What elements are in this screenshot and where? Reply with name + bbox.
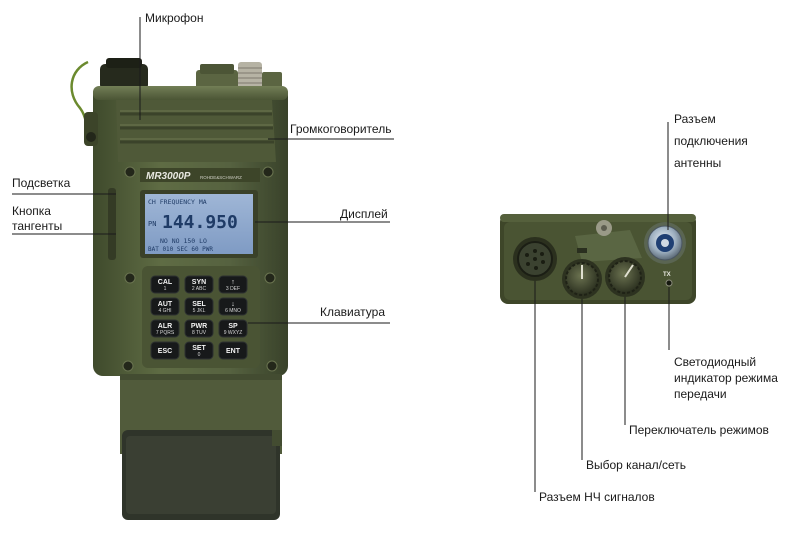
keypad-key-cap[interactable] <box>184 297 214 316</box>
tx-led: TX <box>663 272 673 287</box>
keypad-key-label: ↓ <box>231 301 235 308</box>
keypad-key-label: SP <box>228 323 238 330</box>
keypad-key-sublabel: 8 TUV <box>192 330 207 336</box>
keypad-key[interactable]: ESC <box>150 341 180 360</box>
callout-backlight: Подсветка <box>12 176 71 190</box>
antenna-connector <box>644 222 686 264</box>
lcd-line-4: BAT 010 SEC 60 PWR <box>148 246 213 253</box>
screws <box>122 166 278 372</box>
lcd-display: CH FREQUENCY MA PN 144.950 NO NO 150 LO … <box>140 190 258 258</box>
model-plate: MR3000P ROHDE&SCHWARZ <box>140 168 260 182</box>
keypad-key[interactable]: ↑3 DEF <box>218 275 248 294</box>
callout-ptt-button: Кнопка тангенты <box>12 204 63 233</box>
callout-display: Дисплей <box>340 207 388 221</box>
audio-connector <box>513 237 557 281</box>
callout-channel-selector: Выбор канал/сеть <box>586 458 687 472</box>
keypad-key-label: ↑ <box>231 279 235 286</box>
callout-speaker: Громкоговоритель <box>290 122 392 136</box>
keypad-key[interactable]: ENT <box>218 341 248 360</box>
keypad-key-cap[interactable] <box>218 275 248 294</box>
model-label: MR3000P <box>146 171 191 182</box>
keypad-key-label: ESC <box>158 348 172 355</box>
keypad-key-sublabel: 9 WXYZ <box>224 330 243 336</box>
keypad-key-cap[interactable] <box>218 319 248 338</box>
keypad-key-label: SEL <box>192 301 206 308</box>
keypad-key-cap[interactable] <box>150 341 180 360</box>
keypad-key-cap[interactable] <box>218 297 248 316</box>
lcd-line-3: NO NO 150 LO <box>160 237 207 245</box>
keypad-key-label: ENT <box>226 348 241 355</box>
keypad-key-sublabel: 7 PQRS <box>156 330 175 336</box>
keypad-key-cap[interactable] <box>184 275 214 294</box>
callout-antenna-connector: Разъем подключения антенны <box>674 112 748 170</box>
channel-selector-knob <box>562 259 602 299</box>
callout-keyboard: Клавиатура <box>320 305 385 319</box>
keypad-key-sublabel: 5 JKL <box>193 308 206 314</box>
keypad-key-label: SYN <box>192 279 206 286</box>
keypad-key-label: ALR <box>158 323 172 330</box>
keypad-key-label: CAL <box>158 279 173 286</box>
brand-label: ROHDE&SCHWARZ <box>200 175 242 180</box>
keypad-key[interactable]: ↓6 MNO <box>218 297 248 316</box>
keypad-key-sublabel: 2 ABC <box>192 286 207 292</box>
lcd-line-1: CH FREQUENCY MA <box>148 198 207 206</box>
keypad-key-cap[interactable] <box>184 341 214 360</box>
callout-lines <box>12 17 670 492</box>
speaker-grille <box>116 100 276 162</box>
keypad-key-cap[interactable] <box>150 275 180 294</box>
keypad-key-label: PWR <box>191 323 207 330</box>
callout-audio-connector: Разъем НЧ сигналов <box>539 490 655 504</box>
mode-switch-knob <box>605 257 645 297</box>
keypad-key-label: SET <box>192 345 206 352</box>
keypad-key-sublabel: 0 <box>198 352 201 358</box>
keypad-key-sublabel: 4 GHI <box>158 308 171 314</box>
callout-tx-led: Светодиодный индикатор режима передачи <box>674 355 778 401</box>
callout-microphone: Микрофон <box>145 11 204 25</box>
keypad-key[interactable]: SP9 WXYZ <box>218 319 248 338</box>
tx-label: TX <box>663 272 671 278</box>
radio-top-hardware <box>70 58 282 141</box>
callout-mode-switch: Переключатель режимов <box>629 423 769 437</box>
keypad-key-cap[interactable] <box>218 341 248 360</box>
keypad-key-sublabel: 1 <box>164 286 167 292</box>
keypad-key-sublabel: 3 DEF <box>226 286 240 292</box>
keypad-key-sublabel: 6 MNO <box>225 308 241 314</box>
keypad-key-cap[interactable] <box>150 297 180 316</box>
lcd-frequency: 144.950 <box>162 212 238 233</box>
keypad-key-label: AUT <box>158 301 173 308</box>
keypad-key-cap[interactable] <box>184 319 214 338</box>
keypad-key-cap[interactable] <box>150 319 180 338</box>
lcd-line-2-prefix: PN <box>148 220 156 228</box>
